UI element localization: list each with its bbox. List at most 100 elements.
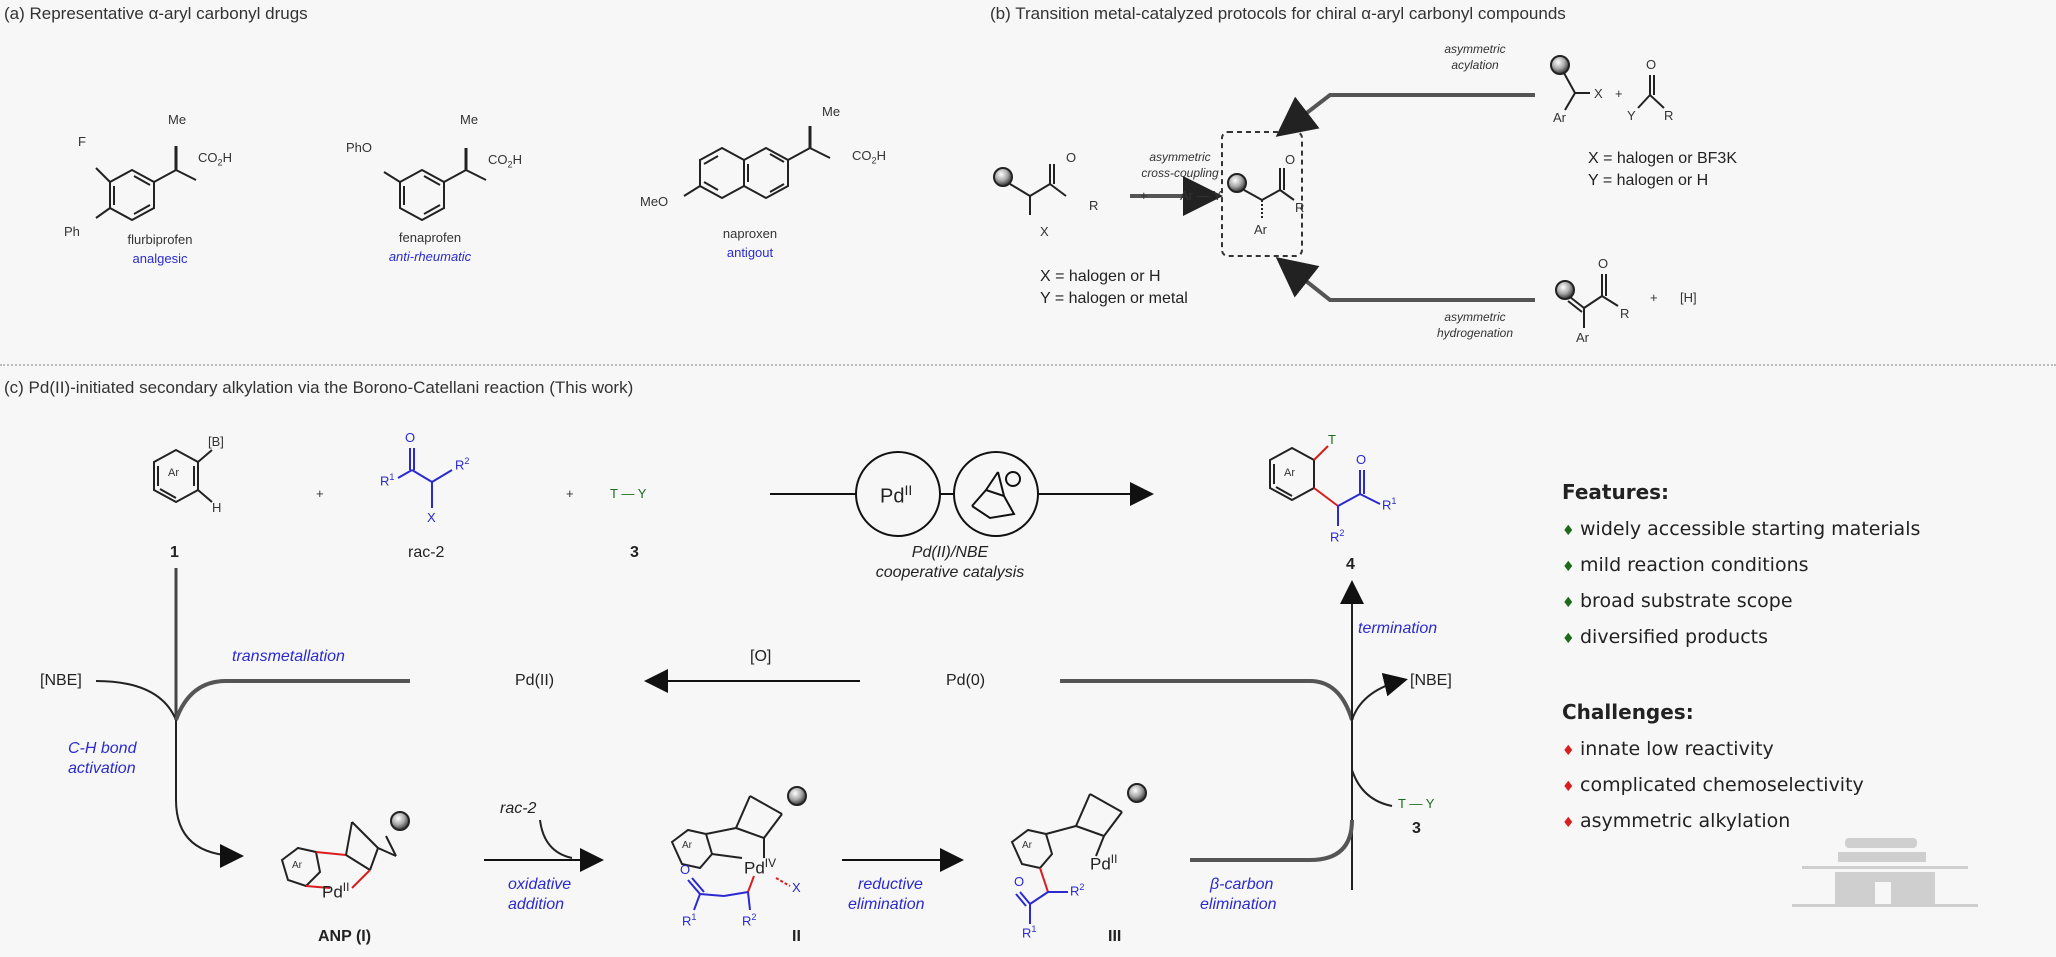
acylation-reactant-x: X (1594, 86, 1603, 101)
intermediate-III-r2: R2 (1070, 882, 1085, 899)
intermediate-III-r1: R1 (1022, 924, 1037, 941)
oxidative-addition-label-1: oxidative (508, 876, 572, 893)
acylation-label-2: acylation (1451, 58, 1499, 72)
plus-c-2: + (566, 486, 574, 501)
rac2-reagent-label: rac-2 (500, 800, 537, 817)
product-o: O (1285, 152, 1296, 167)
hydrogenation-reactant-r: R (1620, 306, 1630, 321)
compound-3-label: 3 (630, 544, 639, 561)
compound-4-t: T (1328, 432, 1336, 447)
panel-b-title: (b) Transition metal-catalyzed protocols… (990, 4, 1566, 23)
drug-name-fenaprofen: fenaprofen (398, 230, 462, 245)
drug-use-naproxen: antigout (726, 245, 774, 260)
compound-4-o: O (1356, 452, 1367, 467)
hydrogenation-reactant-ar: Ar (1576, 330, 1589, 345)
cross-coupling-label-2: cross-coupling (1141, 166, 1219, 180)
hydrogenation-arrow (1275, 257, 1535, 302)
plus-sign: + (1140, 188, 1148, 203)
feature-item: ♦mild reaction conditions (1562, 554, 1809, 576)
nbe-out-label: [NBE] (1410, 672, 1452, 689)
challenge-item: ♦innate low reactivity (1562, 738, 1774, 760)
product-structure (1227, 168, 1295, 218)
plus-sign-3: + (1650, 290, 1658, 305)
transmetallation-line (174, 679, 410, 721)
compound-1-label: 1 (170, 544, 179, 561)
building-watermark-icon (1792, 838, 1978, 907)
acylation-label-1: asymmetric (1444, 42, 1506, 56)
naproxen-meo: MeO (640, 194, 669, 209)
hydrogenation-reactant-structure (1555, 274, 1619, 328)
flurbiprofen-co2h: CO2H (198, 150, 232, 168)
compound-1-structure (153, 448, 213, 504)
features-section: Features: ♦widely accessible starting ma… (1562, 480, 1920, 662)
left-reactant-o: O (1066, 150, 1077, 165)
oxidant-label: [O] (750, 648, 772, 665)
flurbiprofen-f: F (78, 134, 86, 149)
bullet-icon: ♦ (1562, 523, 1575, 539)
hydride-source: [H] (1680, 290, 1697, 305)
product-ar: Ar (1254, 222, 1267, 237)
feature-item: ♦widely accessible starting materials (1562, 518, 1921, 540)
drug-use-fenaprofen: anti-rheumatic (388, 249, 472, 264)
intermediate-I-structure (280, 811, 410, 889)
reductive-elimination-label-2: elimination (848, 896, 925, 913)
flurbiprofen-me: Me (168, 112, 187, 127)
compound-2-o: O (405, 430, 416, 445)
nbe-out-arrow (1351, 672, 1408, 721)
compound-2-r1: R1 (380, 472, 395, 489)
drug-name-naproxen: naproxen (722, 226, 778, 241)
compound-2-structure (397, 448, 453, 508)
bullet-icon: ♦ (1562, 743, 1575, 759)
compound-1-ar: Ar (168, 467, 179, 479)
compound-4-r2: R2 (1330, 528, 1345, 545)
plus-c-1: + (316, 486, 324, 501)
fenaprofen-structure (383, 148, 487, 222)
intermediate-I-label: ANP (I) (318, 928, 372, 945)
compound-4-ar: Ar (1284, 467, 1295, 479)
drug-name-flurbiprofen: flurbiprofen (127, 232, 193, 247)
fenaprofen-me: Me (460, 112, 479, 127)
compound-2-x: X (427, 510, 436, 525)
drug-use-flurbiprofen: analgesic (132, 251, 188, 266)
bullet-icon: ♦ (1562, 779, 1575, 795)
flurbiprofen-structure (95, 146, 197, 222)
beta-carbon-label-1: β-carbon (1210, 876, 1274, 893)
intermediate-III-label: III (1108, 928, 1122, 945)
feature-item: ♦diversified products (1562, 626, 1768, 648)
intermediate-II-structure (670, 786, 807, 911)
section-divider (0, 364, 2056, 366)
features-title: Features: (1562, 480, 1670, 504)
left-condition-y: Y = halogen or metal (1040, 290, 1188, 307)
bullet-icon: ♦ (1562, 595, 1575, 611)
ty-reagent: T — Y (1398, 796, 1435, 811)
left-condition-x: X = halogen or H (1040, 268, 1161, 285)
panel-c-title: (c) Pd(II)-initiated secondary alkylatio… (4, 378, 634, 397)
left-reactant-r: R (1089, 198, 1099, 213)
hydrogenation-label-1: asymmetric (1444, 310, 1506, 324)
challenges-section: Challenges: ♦innate low reactivity ♦comp… (1562, 700, 1864, 846)
ch-activation-arrow (175, 720, 244, 868)
intermediate-III-pd: PdII (1090, 852, 1118, 874)
panel-a-title: (a) Representative α-aryl carbonyl drugs (4, 4, 308, 23)
catalysis-caption-1: Pd(II)/NBE (911, 544, 989, 561)
naproxen-structure (683, 126, 831, 200)
intermediate-III-structure (1010, 783, 1147, 924)
nbe-in-curve (95, 680, 177, 721)
bullet-icon: ♦ (1562, 815, 1575, 831)
ch-activation-label-1: C-H bond (68, 740, 137, 757)
intermediate-II-x: X (792, 880, 801, 895)
nbe-cycle-circle (953, 451, 1039, 537)
intermediate-II-r1: R1 (682, 912, 697, 929)
nbe-icon (971, 471, 1021, 520)
ar-y-reagent: Ar — Y (1180, 188, 1222, 203)
pd-catalyst-label: PdII (880, 482, 913, 508)
acylation-reagent-o: O (1646, 57, 1657, 72)
transmetallation-label: transmetallation (232, 648, 345, 665)
ch-activation-label-2: activation (68, 760, 136, 777)
ty-in-curve (1351, 769, 1393, 807)
right-condition-y: Y = halogen or H (1588, 172, 1709, 189)
intermediate-III-ar: Ar (1022, 840, 1032, 851)
challenge-item: ♦complicated chemoselectivity (1562, 774, 1864, 796)
right-condition-x: X = halogen or BF3K (1588, 150, 1737, 167)
acylation-reagent-y: Y (1627, 108, 1636, 123)
